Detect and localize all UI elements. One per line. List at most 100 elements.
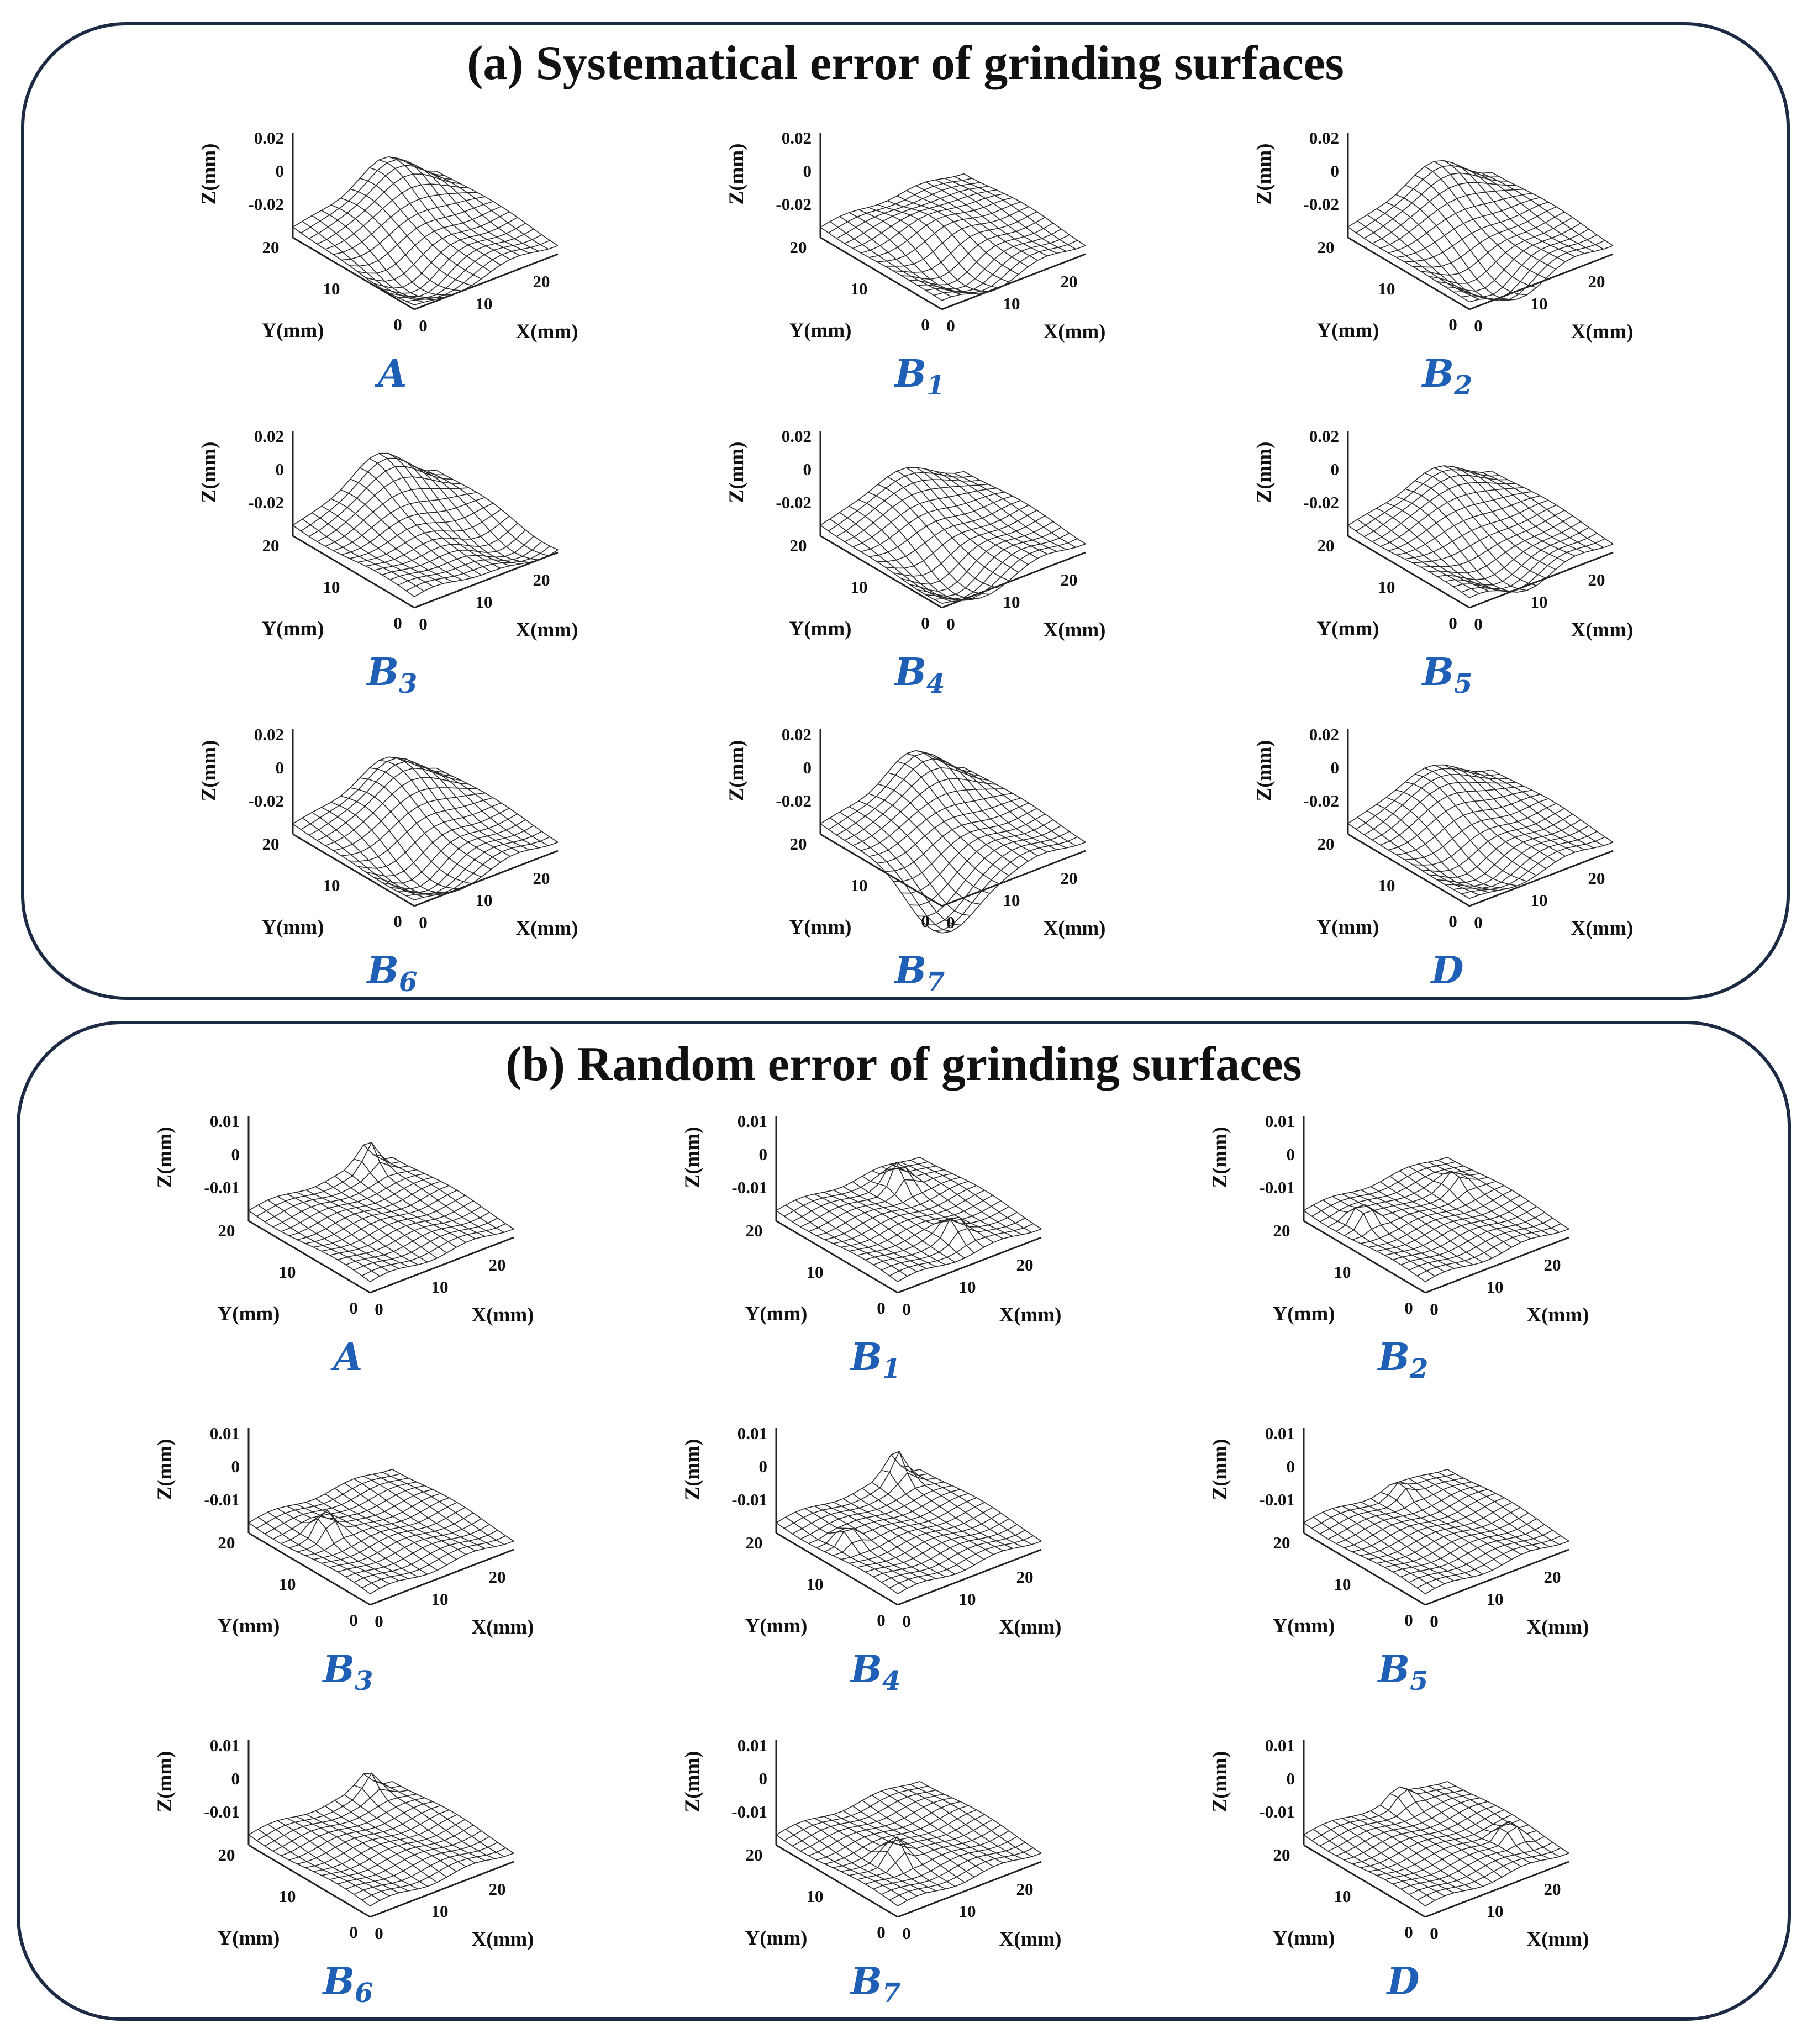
surface-mesh [1347,764,1614,899]
mesh-line-y [865,1206,1009,1261]
mesh-line-y [370,1540,514,1594]
surface-mesh [1303,1469,1569,1594]
y-tick-label: 20 [262,536,280,555]
mesh-line-x [849,806,971,916]
case-label: B2 [1377,1335,1429,1384]
mesh-line-x [257,1829,380,1901]
mesh-line-y [1420,509,1565,568]
z-axis-label: Z(mm) [681,1751,704,1813]
y-axis-label: Y(mm) [789,916,851,939]
y-tick-label: 0 [921,613,930,633]
mesh-line-x [935,179,1057,254]
x-axis-line [897,1548,1042,1606]
z-tick-label: -0.01 [731,1802,767,1821]
mesh-line-x [1472,771,1594,849]
mesh-line-y [820,173,965,228]
surface-mesh [820,173,1086,301]
mesh-line-x [1437,1160,1560,1233]
z-tick-label: 0.02 [782,725,812,744]
mesh-line-x [852,1181,975,1253]
mesh-line-y [941,841,1086,934]
mesh-line-y [305,1497,449,1556]
mesh-line-x [1405,488,1527,591]
mesh-line-y [901,217,1046,280]
mesh-line-x [1415,773,1537,876]
y-axis-line [1303,1220,1426,1294]
case-label: B1 [894,352,945,401]
y-tick-label: 10 [807,1574,824,1594]
mesh-line-y [1429,217,1573,284]
x-tick-label: 0 [1430,1611,1439,1631]
mesh-line-y [833,1497,977,1556]
x-tick-label: 10 [959,1901,976,1921]
mesh-line-y [885,206,1029,267]
mesh-line-y [1384,1200,1529,1256]
mesh-line-x [1332,1195,1455,1269]
y-tick-label: 0 [393,912,402,931]
axis-lines [247,1428,514,1606]
y-axis-line [1347,833,1470,907]
z-axis-label: Z(mm) [681,1439,704,1500]
z-tick-label: 0.01 [210,1111,240,1131]
mesh-line-x [897,470,1019,573]
mesh-line-y [1311,1161,1456,1217]
mesh-line-y [1336,1485,1480,1544]
mesh-line-y [406,836,550,897]
mesh-line-y [1469,543,1614,598]
mesh-line-x [1303,1522,1426,1594]
mesh-line-y [357,206,502,274]
mesh-line-x [1376,508,1499,591]
mesh-line-y [389,228,534,297]
mesh-line-y [800,1481,945,1540]
mesh-line-x [248,1210,371,1282]
mesh-line-x [871,1482,994,1555]
mesh-line-x [1409,1789,1531,1863]
mesh-line-x [881,1469,1004,1551]
x-axis-label: X(mm) [999,1616,1061,1639]
mesh-line-y [925,831,1070,926]
mesh-line-y [897,1228,1042,1282]
z-axis-label: Z(mm) [154,1127,176,1188]
mesh-line-x [919,1469,1042,1542]
y-axis-label: Y(mm) [1272,1615,1335,1637]
mesh-line-y [325,487,469,547]
mesh-line-x [302,220,424,303]
mesh-line-y [897,1540,1042,1594]
mesh-line-y [365,515,510,567]
case-label: A [375,352,407,396]
x-tick-label: 10 [959,1277,976,1297]
y-axis-label: Y(mm) [745,1615,807,1637]
mesh-line-x [1351,1504,1474,1578]
z-tick-label: 0.01 [737,1424,767,1443]
mesh-line-y [341,196,486,261]
x-axis-line [370,1236,514,1294]
x-axis-line [414,850,559,907]
y-tick-label: 10 [1378,876,1395,895]
z-tick-label: 0 [1331,161,1340,181]
axis-lines [819,431,1086,609]
case-label: B3 [366,650,418,699]
x-tick-label: 0 [1474,913,1483,932]
mesh-line-y [1409,1842,1553,1895]
x-tick-label: 20 [1544,1567,1561,1587]
mesh-line-x [426,470,549,556]
mesh-line-x [407,462,530,563]
z-tick-label: 0 [1331,460,1340,479]
z-axis-label: Z(mm) [681,1127,704,1188]
mesh-line-x [436,767,559,843]
mesh-line-y [1376,1507,1521,1564]
mesh-line-x [925,181,1048,257]
mesh-line-y [857,1512,1002,1568]
mesh-line-x [1380,1181,1503,1253]
x-axis-label: X(mm) [999,1304,1061,1326]
z-axis-label: Z(mm) [198,144,220,205]
x-tick-label: 20 [533,272,550,291]
mesh-line-y [345,1211,490,1266]
mesh-line-x [877,783,1000,884]
mesh-line-x [858,209,981,294]
mesh-line-y [833,1809,977,1868]
mesh-line-x [814,1818,936,1892]
mesh-line-x [1447,1157,1569,1230]
mesh-line-y [1413,504,1557,563]
